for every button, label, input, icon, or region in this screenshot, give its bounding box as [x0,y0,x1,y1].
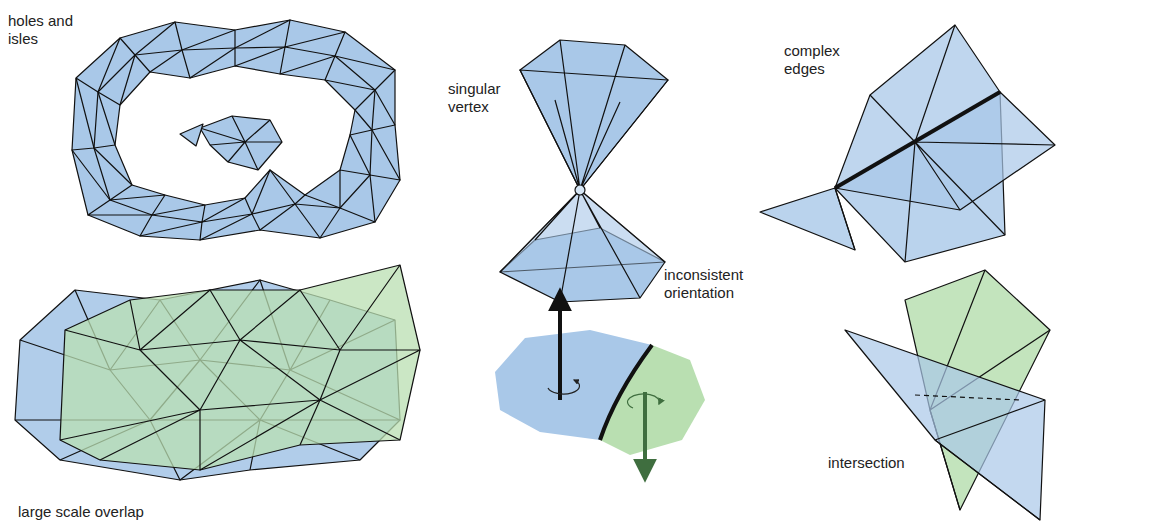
orientation-patches [495,292,705,478]
singular-vertex-cones-part [500,190,665,272]
figure-label: singular vertex [448,80,516,116]
complex-edge-fins [760,25,1055,262]
holes-mesh [72,20,400,240]
intersecting-patches-part [935,400,1045,520]
complex-edge-fins-part [835,25,1000,188]
complex-edge-fins-part [835,25,1055,262]
orientation-patches-part [600,345,705,455]
overlap-meshes-part [60,265,420,470]
holes-mesh-part [94,47,375,222]
orientation-patches-part [628,394,660,408]
holes-mesh-part [72,20,400,240]
holes-mesh-part [200,116,282,170]
holes-mesh-part [180,124,203,146]
intersecting-patches [845,270,1050,520]
figure-label: intersection [828,454,938,472]
orientation-patches-part [643,392,647,478]
complex-edge-fins-part [760,188,855,250]
singular-vertex-cones [500,40,668,302]
intersecting-patches-part [915,395,1020,400]
holes-mesh-part [200,116,282,170]
singular-vertex-cones-part [575,185,585,195]
holes-mesh-part [115,66,355,205]
figure-label: large scale overlap [18,503,238,521]
singular-vertex-cones-part [500,190,665,302]
holes-mesh-part [72,20,400,240]
intersecting-patches-part [845,330,1045,520]
complex-edge-fins-part [835,92,1000,188]
overlap-meshes [15,265,420,480]
holes-mesh-part [94,47,375,222]
figure-label: complex edges [784,42,858,78]
figure-label: holes and isles [8,12,80,48]
overlap-meshes-part [60,265,420,470]
orientation-patches-part [558,292,562,400]
orientation-patches-part [548,380,580,394]
figure-label: inconsistent orientation [664,266,784,302]
singular-vertex-cones-part [520,40,668,190]
holes-mesh-part [72,20,400,240]
